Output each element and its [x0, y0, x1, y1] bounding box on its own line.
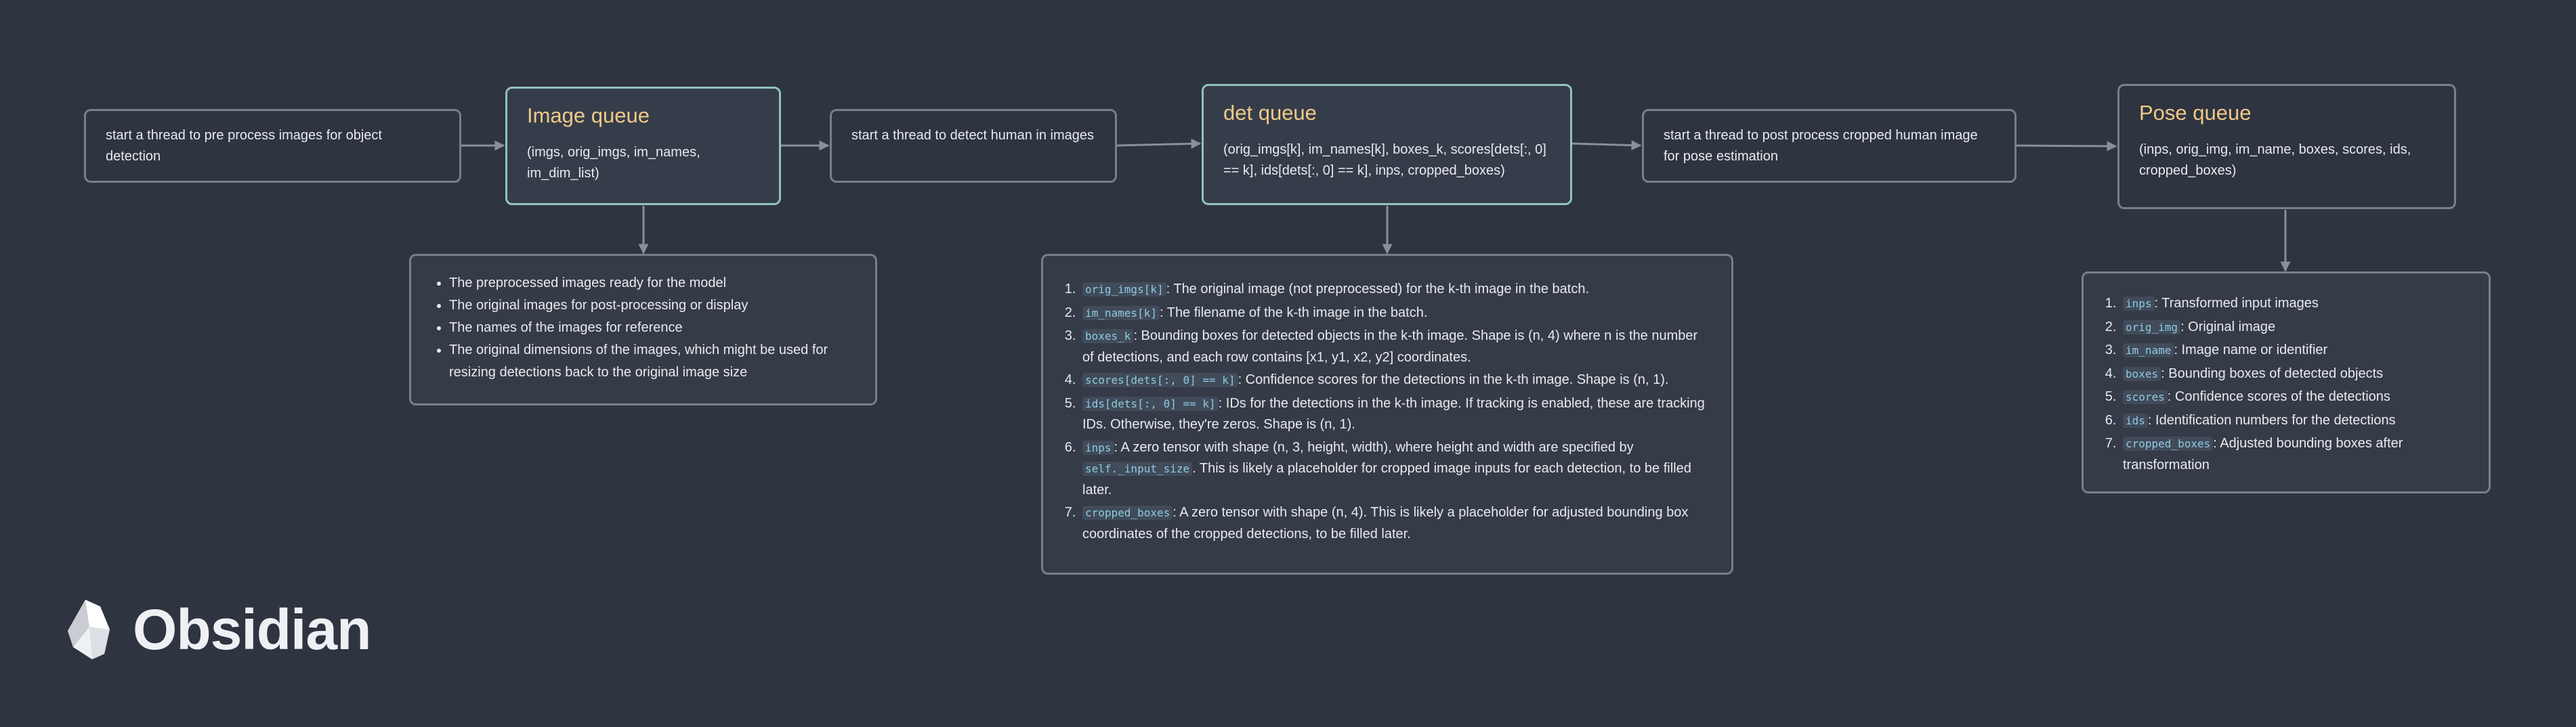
edge-det-queue-to-post [1571, 140, 1642, 151]
note-text: : Identification numbers for the detecti… [2147, 412, 2396, 428]
code-span: cropped_boxes [2123, 437, 2214, 451]
list-item: orig_imgs[k]: The original image (not pr… [1080, 279, 1707, 301]
list-item: The original dimensions of the images, w… [449, 339, 851, 384]
note-text: : Adjusted bounding boxes after transfor… [2123, 436, 2403, 472]
obsidian-logo-icon [68, 600, 110, 659]
code-span: orig_img [2123, 320, 2181, 334]
edge-detect-to-det-queue [1116, 138, 1202, 149]
note-text: : Transformed input images [2154, 296, 2319, 311]
list-item: ids[dets[:, 0] == k]: IDs for the detect… [1080, 393, 1707, 435]
list-item: boxes_k: Bounding boxes for detected obj… [1080, 326, 1707, 368]
pose-queue-notes-list: inps: Transformed input images orig_img:… [2100, 293, 2471, 475]
code-span: scores[dets[:, 0] == k] [1082, 373, 1238, 387]
pose-queue-notes-card[interactable]: inps: Transformed input images orig_img:… [2082, 271, 2491, 493]
list-item: inps: Transformed input images [2120, 293, 2471, 315]
list-item: inps: A zero tensor with shape (n, 3, he… [1080, 437, 1707, 501]
image-queue-title: Image queue [527, 104, 650, 127]
note-text: : IDs for the detections in the k-th ima… [1082, 395, 1705, 433]
note-text: : Image name or identifier [2174, 343, 2328, 357]
step-preprocess-node[interactable]: start a thread to pre process images for… [84, 109, 461, 183]
list-item: cropped_boxes: Adjusted bounding boxes a… [2120, 433, 2471, 475]
image-queue-node[interactable]: Image queue (imgs, orig_imgs, im_names, … [505, 87, 781, 205]
det-queue-node[interactable]: det queue (orig_imgs[k], im_names[k], bo… [1202, 84, 1572, 205]
step-detect-text: start a thread to detect human in images [851, 128, 1094, 143]
code-span: im_names[k] [1082, 305, 1160, 320]
code-span: ids[dets[:, 0] == k] [1082, 396, 1219, 411]
list-item: im_names[k]: The filename of the k-th im… [1080, 303, 1707, 324]
note-text: : Confidence scores for the detections i… [1238, 372, 1669, 387]
det-queue-notes-list: orig_imgs[k]: The original image (not pr… [1053, 279, 1707, 544]
list-item: scores[dets[:, 0] == k]: Confidence scor… [1080, 370, 1707, 391]
code-span: self._input_size [1082, 462, 1193, 476]
image-queue-contents: (imgs, orig_imgs, im_names, im_dim_list) [527, 145, 700, 181]
note-text: . This is likely a placeholder for cropp… [1082, 461, 1691, 498]
list-item: scores: Confidence scores of the detecti… [2120, 387, 2471, 408]
code-span: orig_imgs[k] [1082, 282, 1166, 296]
list-item: ids: Identification numbers for the dete… [2120, 410, 2471, 432]
note-text: : A zero tensor with shape (n, 3, height… [1114, 439, 1634, 455]
code-span: ids [2123, 413, 2148, 428]
det-queue-title: det queue [1223, 101, 1317, 125]
note-text: : Original image [2180, 319, 2276, 334]
step-detect-node[interactable]: start a thread to detect human in images [830, 109, 1117, 183]
list-item: im_name: Image name or identifier [2120, 340, 2471, 361]
step-preprocess-text: start a thread to pre process images for… [106, 128, 382, 164]
pose-queue-node[interactable]: Pose queue (inps, orig_img, im_name, box… [2117, 84, 2456, 209]
code-span: scores [2123, 390, 2168, 404]
list-item: boxes: Bounding boxes of detected object… [2120, 364, 2471, 385]
note-text: : The filename of the k-th image in the … [1159, 305, 1428, 320]
list-item: orig_img: Original image [2120, 317, 2471, 338]
list-item: cropped_boxes: A zero tensor with shape … [1080, 502, 1707, 544]
code-span: inps [2123, 296, 2155, 311]
code-span: boxes_k [1082, 329, 1134, 343]
code-span: boxes [2123, 366, 2161, 381]
note-text: : Confidence scores of the detections [2167, 389, 2390, 404]
step-postprocess-text: start a thread to post process cropped h… [1664, 128, 1978, 164]
det-queue-contents: (orig_imgs[k], im_names[k], boxes_k, sco… [1223, 142, 1546, 178]
brand-name: Obsidian [133, 598, 371, 661]
note-text: : The original image (not preprocessed) … [1166, 282, 1589, 296]
image-queue-notes-card[interactable]: The preprocessed images ready for the mo… [409, 254, 877, 405]
note-text: : Bounding boxes of detected objects [2161, 366, 2384, 381]
code-span: cropped_boxes [1082, 506, 1173, 520]
list-item: The original images for post-processing … [449, 294, 851, 317]
pose-queue-title: Pose queue [2139, 101, 2252, 125]
note-text: : A zero tensor with shape (n, 4). This … [1082, 505, 1689, 542]
step-postprocess-node[interactable]: start a thread to post process cropped h… [1642, 109, 2017, 183]
list-item: The names of the images for reference [449, 317, 851, 339]
pose-queue-contents: (inps, orig_img, im_name, boxes, scores,… [2139, 142, 2411, 178]
obsidian-brand: Obsidian [65, 597, 371, 662]
image-queue-notes-list: The preprocessed images ready for the mo… [418, 272, 851, 384]
note-text: : Bounding boxes for detected objects in… [1082, 328, 1698, 365]
list-item: The preprocessed images ready for the mo… [449, 272, 851, 294]
det-queue-notes-card[interactable]: orig_imgs[k]: The original image (not pr… [1041, 254, 1733, 575]
code-span: inps [1082, 440, 1114, 455]
code-span: im_name [2123, 343, 2174, 357]
